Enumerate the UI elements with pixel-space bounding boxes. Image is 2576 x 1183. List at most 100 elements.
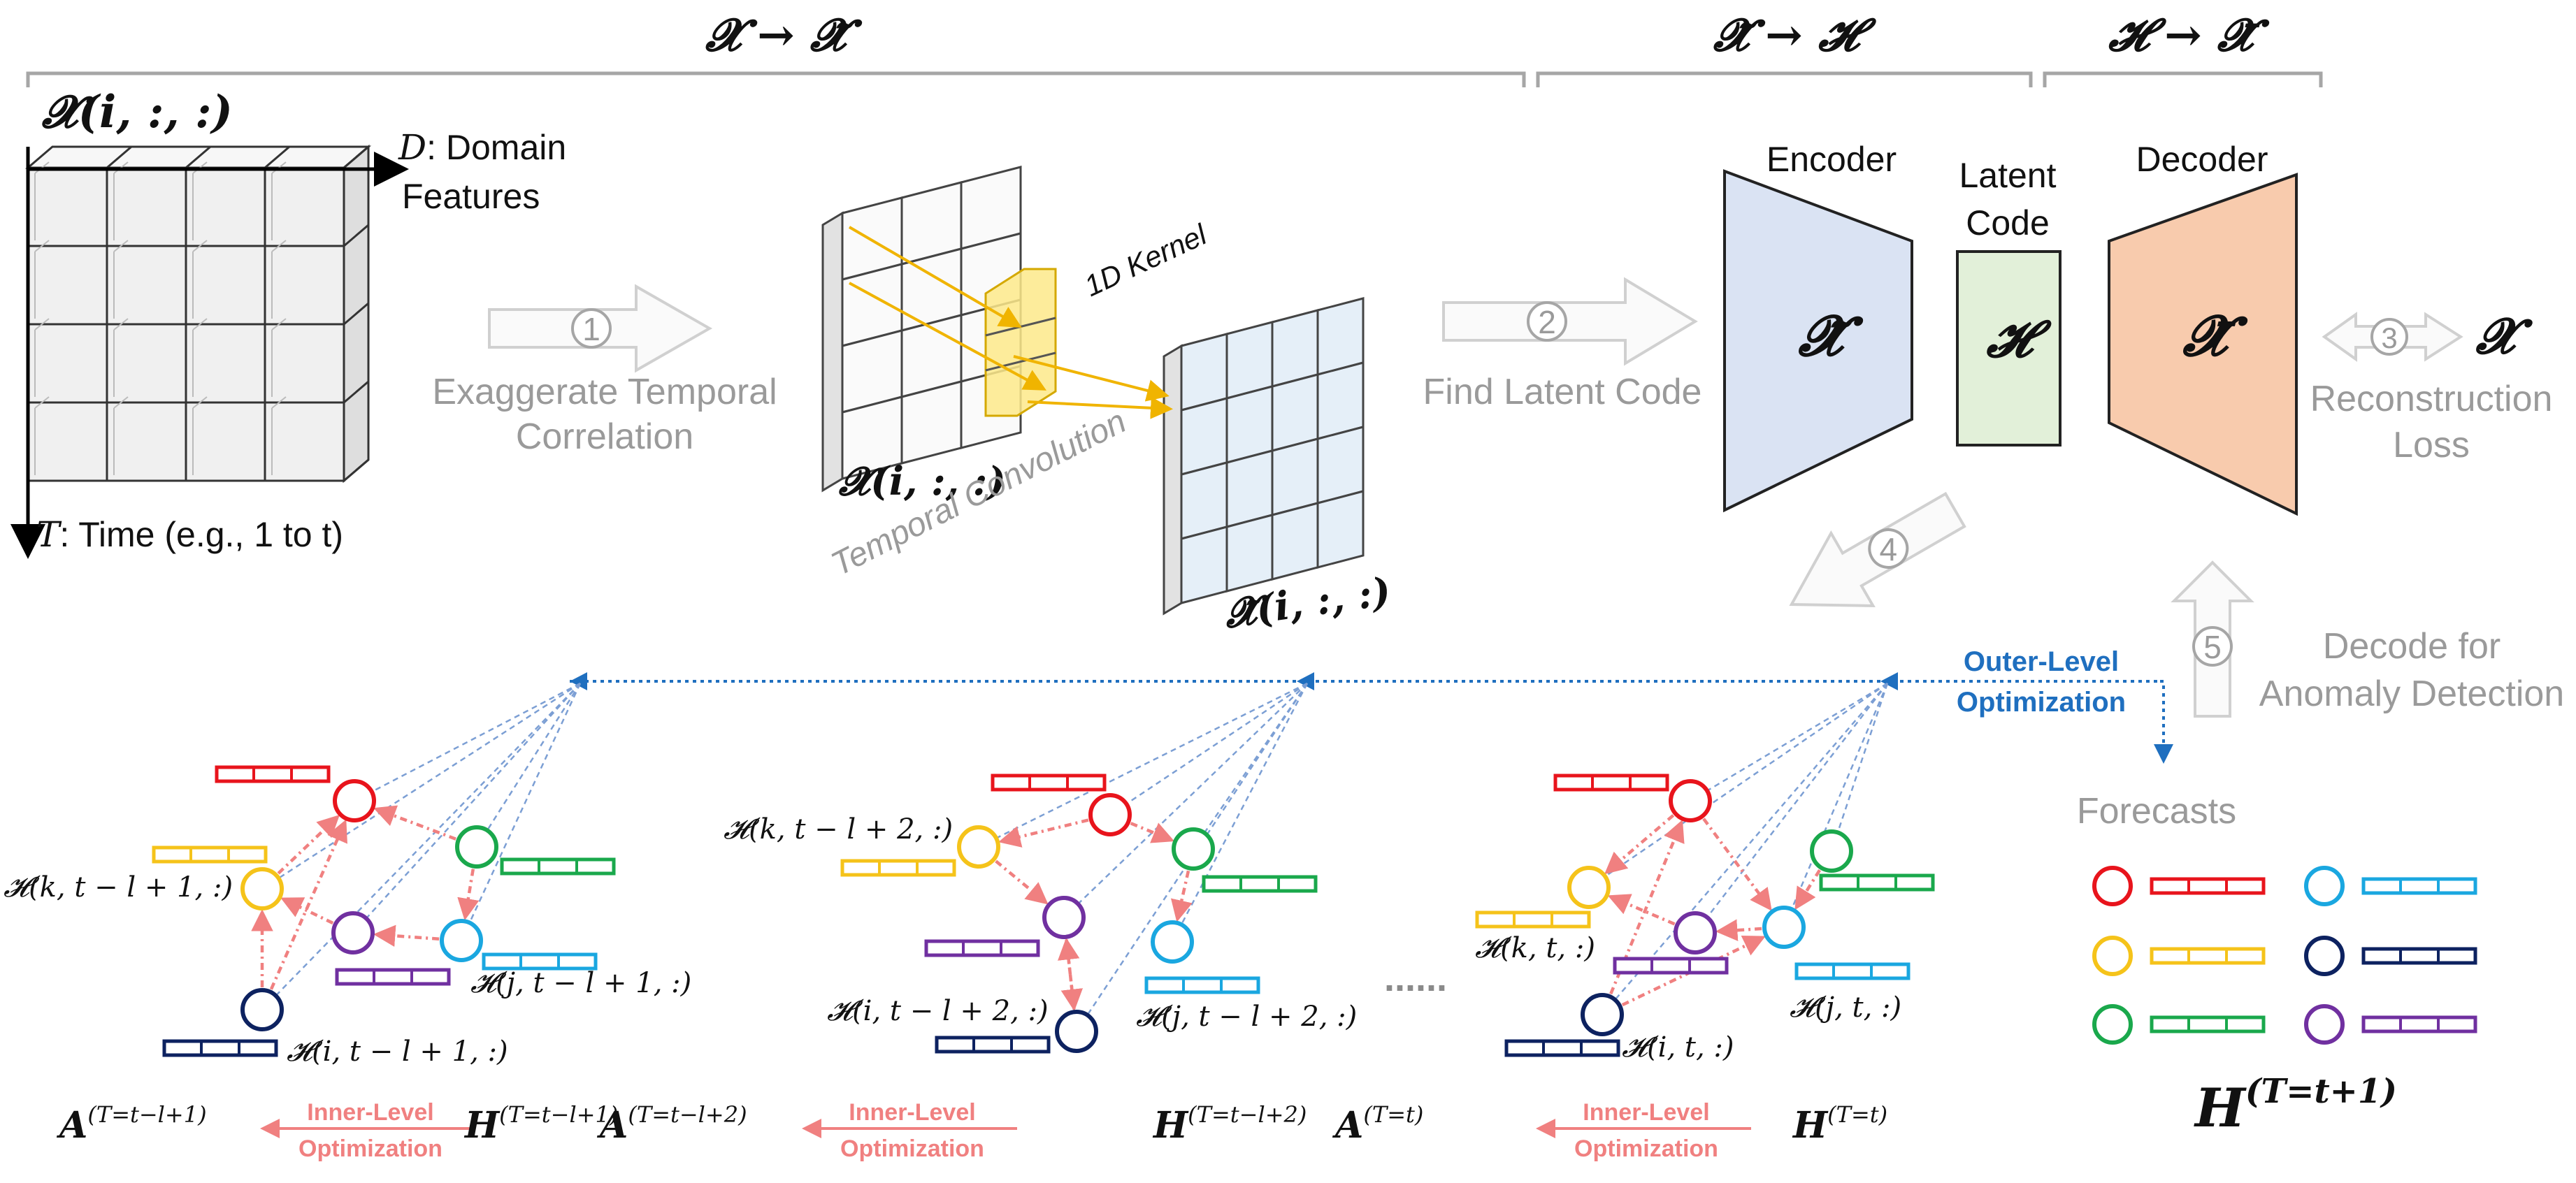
cube-cell: [264, 401, 345, 482]
node-navy: [240, 988, 284, 1031]
conv-input-label: 𝓧(i, :, :): [838, 458, 1006, 505]
feature-bar-green: [500, 857, 616, 876]
conv-grid-cell: [1271, 373, 1319, 452]
graph-snapshots: 𝓗(k, t − l + 1, :)𝓗(j, t − l + 1, :)𝓗(i,…: [3, 682, 1935, 1162]
conv-grid-side: [821, 211, 844, 493]
node-label-k: 𝓗(k, t − l + 1, :): [3, 871, 233, 903]
cube-top-edge: [343, 145, 369, 169]
cube-cell: [106, 401, 187, 482]
inner-edge-arrow: [373, 924, 440, 947]
inner-optimization-label-2: Optimization: [298, 1135, 442, 1162]
embedding-label: H(T=t): [1792, 1101, 1887, 1147]
step-3-label-line1: Reconstruction: [2310, 379, 2553, 419]
conv-grid-cell: [1225, 321, 1274, 400]
feature-bar-navy: [1504, 1039, 1620, 1057]
feature-bar-yellow: [840, 859, 956, 877]
kernel-label: 1D Kernel: [1079, 217, 1213, 303]
section-label-h-to-xb: 𝓗 → 𝓧̄: [2108, 9, 2270, 61]
node-cyan: [1151, 920, 1194, 964]
domain-axis-text: : Domain: [426, 128, 566, 167]
adjacency-label-a: A: [596, 1104, 628, 1147]
conv-grid-cell: [900, 380, 963, 465]
step-5-label-line1: Decode for: [2323, 626, 2501, 667]
step-2-label: Find Latent Code: [1423, 372, 1702, 412]
ellipsis: ......: [1384, 957, 1447, 999]
inner-optimization-label-1: Inner-Level: [849, 1099, 975, 1126]
forecast-bar-yellow: [2150, 947, 2266, 965]
node-label-j: 𝓗(j, t − l + 2, :): [1136, 1001, 1357, 1033]
decoder-label: Decoder: [2136, 140, 2268, 179]
node-navy: [1055, 1010, 1098, 1053]
inner-optimization-label-1: Inner-Level: [307, 1099, 433, 1126]
cube-cell-depth-line: [271, 318, 287, 397]
conv-grid-cell: [1316, 361, 1365, 440]
outer-ray-line: [1830, 683, 1889, 852]
time-axis-label: T: Time (e.g., 1 to t): [36, 514, 343, 555]
inner-optimization-label-2: Optimization: [1574, 1135, 1718, 1162]
cube-side-edge: [343, 458, 369, 482]
cube-cell: [185, 245, 266, 326]
cube-cell-depth-line: [34, 318, 50, 397]
section-label-xt-to-h: 𝓧̃ → 𝓗: [1713, 9, 1877, 61]
forecast-node-red: [2092, 866, 2133, 906]
step-3-label-line2: Loss: [2393, 425, 2470, 465]
embedding-label-sup: (T=t−l+2): [1188, 1101, 1307, 1128]
conv-grid-cell: [1271, 309, 1319, 388]
cube-cell: [185, 323, 266, 404]
node-label-k: 𝓗(k, t, :): [1475, 932, 1595, 964]
cube-cell: [27, 245, 108, 326]
conv-grid-cell: [1180, 333, 1228, 412]
embedding-label-h: H: [1152, 1104, 1189, 1147]
conv-grid-cell: [1225, 514, 1274, 593]
node-purple: [1042, 896, 1086, 939]
inner-edge-arrow: [373, 805, 456, 841]
node-label-i: 𝓗(i, t, :): [1622, 1031, 1734, 1064]
forecast-title: H(T=t+1): [2194, 1072, 2397, 1139]
forecast-bar-green: [2150, 1015, 2266, 1033]
forecast-title-sup: (T=t+1): [2245, 1072, 2397, 1111]
cube-cell: [27, 323, 108, 404]
cube-cell-depth-line: [192, 240, 208, 319]
inner-optimization-label-2: Optimization: [840, 1135, 984, 1162]
conv-grid-cell: [1180, 397, 1228, 476]
forecast-node-purple: [2304, 1004, 2345, 1045]
feature-bar-red: [215, 765, 331, 783]
node-cyan: [1762, 906, 1806, 949]
conv-grid-cell: [1316, 426, 1365, 505]
inner-optimization-label-1: Inner-Level: [1583, 1099, 1709, 1126]
outer-ray-line: [1063, 683, 1308, 918]
conv-grid-cell: [1271, 502, 1319, 581]
step-5-label-line2: Anomaly Detection: [2259, 674, 2564, 714]
inner-edge-arrow: [277, 815, 340, 875]
outer-optimization-path: [570, 680, 2173, 764]
step-4-number: 4: [1880, 531, 1898, 567]
node-red: [1669, 779, 1712, 822]
forecast-node-green: [2092, 1004, 2133, 1045]
node-green: [455, 825, 498, 869]
outer-ray-line: [261, 682, 581, 890]
cube-cell-depth-line: [192, 396, 208, 475]
domain-axis-var: D: [398, 127, 426, 168]
encoder-block: [1723, 169, 1913, 513]
conv-grid-cell: [1316, 297, 1365, 376]
forecast-title-h: H: [2194, 1077, 2247, 1139]
feature-bar-cyan: [1794, 962, 1911, 980]
outer-ray-line: [261, 683, 581, 1010]
cube-cell: [106, 323, 187, 404]
tensor-title: 𝓧(i, :, :): [41, 86, 233, 138]
cube-cell-depth-line: [113, 240, 129, 319]
embedding-label: H(T=t−l+1): [463, 1101, 618, 1147]
section-label-x-to-xt: 𝓧 → 𝓧̃: [705, 9, 863, 61]
node-navy: [1581, 993, 1624, 1036]
latent-label-line2: Code: [1966, 203, 2050, 242]
forecast-node-navy: [2304, 936, 2345, 976]
forecast-bar-cyan: [2361, 877, 2477, 895]
forecast-bar-purple: [2361, 1015, 2477, 1033]
cube-top-edge: [185, 145, 211, 169]
cube-side-edge: [343, 302, 369, 326]
inner-edge-arrow: [998, 818, 1089, 848]
time-axis-var: T: [36, 514, 62, 555]
forecast-grid: [2092, 866, 2477, 1045]
latent-label-line1: Latent: [1959, 156, 2056, 195]
forecast-node-yellow: [2092, 936, 2133, 976]
